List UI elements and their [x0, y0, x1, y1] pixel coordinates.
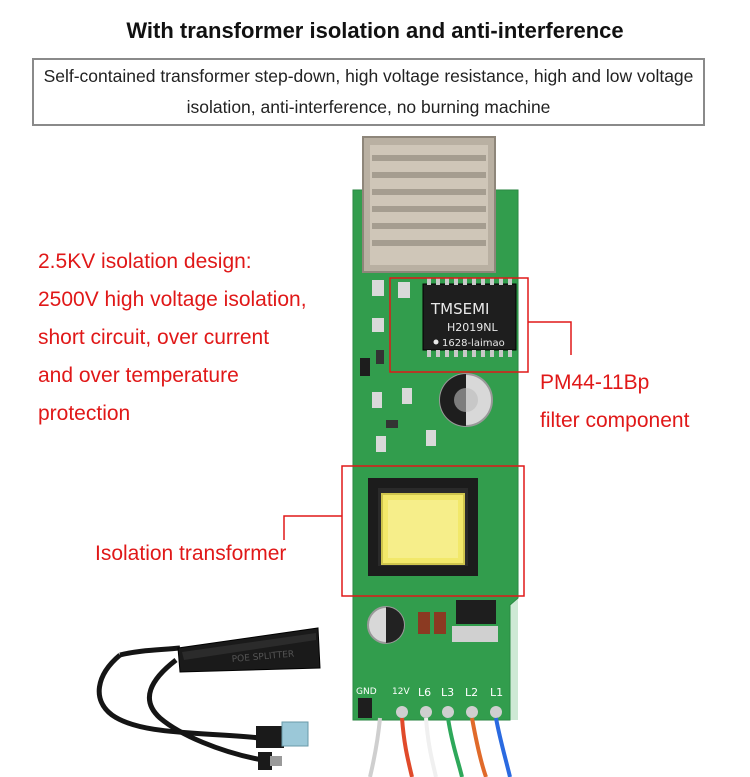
capacitor — [439, 373, 493, 427]
pin-label: 12V — [392, 687, 410, 697]
transformer-leader-line — [283, 515, 342, 540]
filter-callout-line: PM44-11Bp — [540, 371, 650, 394]
callout-line: 2.5KV isolation design: — [38, 250, 252, 273]
pin-row: GND 12V L6 L3 L2 L1 — [356, 686, 503, 718]
pin-label: L6 — [418, 686, 431, 699]
transformer-callout: Isolation transformer — [95, 542, 287, 565]
chip-model: H2019NL — [447, 321, 498, 334]
page-title: With transformer isolation and anti-inte… — [126, 18, 624, 43]
pin-label: L2 — [465, 686, 478, 699]
bottom-components — [367, 600, 498, 644]
pin-label: GND — [356, 687, 377, 697]
rj45-jack — [362, 136, 496, 273]
wires — [368, 717, 512, 777]
callout-line: 2500V high voltage isolation, — [38, 288, 307, 311]
callout-line: protection — [38, 402, 131, 425]
description-box: Self-contained transformer step-down, hi… — [32, 58, 705, 126]
callout-line: and over temperature — [38, 364, 239, 387]
poe-splitter: POE SPLITTER — [96, 627, 321, 770]
filter-chip: TMSEMI H2019NL 1628-laimao — [422, 278, 517, 357]
filter-callout-line: filter component — [540, 409, 690, 432]
description-text: Self-contained transformer step-down, hi… — [43, 66, 694, 117]
filter-leader-line — [528, 321, 572, 355]
chip-brand: TMSEMI — [430, 300, 489, 318]
callout-line: short circuit, over current — [38, 326, 270, 349]
filter-highlight-box — [389, 277, 529, 373]
pin-label: L1 — [490, 686, 503, 699]
isolation-transformer — [368, 478, 478, 576]
callout-lines — [283, 277, 572, 597]
pin-label: L3 — [441, 686, 454, 699]
chip-code: 1628-laimao — [442, 338, 505, 349]
transformer-highlight-box — [341, 465, 525, 597]
isolation-design-callout: 2.5KV isolation design: 2500V high volta… — [38, 243, 358, 433]
solder-pads — [372, 280, 436, 452]
filter-callout: PM44-11Bp filter component — [540, 364, 745, 440]
